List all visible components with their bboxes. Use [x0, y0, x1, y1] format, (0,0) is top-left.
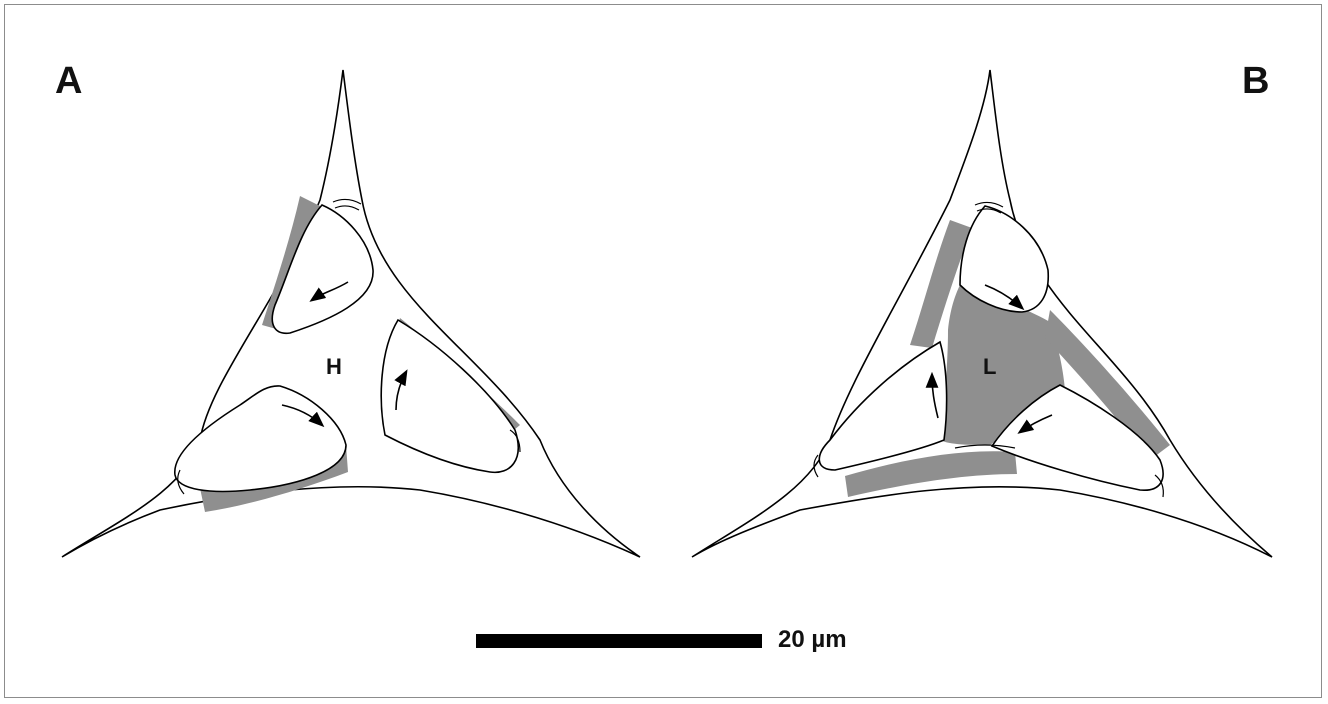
panel-a-diagram	[62, 70, 640, 557]
panel-b-lumen-top	[960, 206, 1048, 312]
panel-a-outer-shell	[62, 70, 640, 557]
panel-a-region-label: H	[326, 354, 342, 380]
scale-bar-label: 20 µm	[778, 626, 847, 654]
scale-bar	[476, 634, 762, 648]
panel-b-letter: B	[1242, 60, 1269, 103]
panel-b-diagram	[692, 70, 1272, 557]
panel-a-letter: A	[55, 60, 82, 103]
panel-b-region-label: L	[983, 354, 996, 380]
